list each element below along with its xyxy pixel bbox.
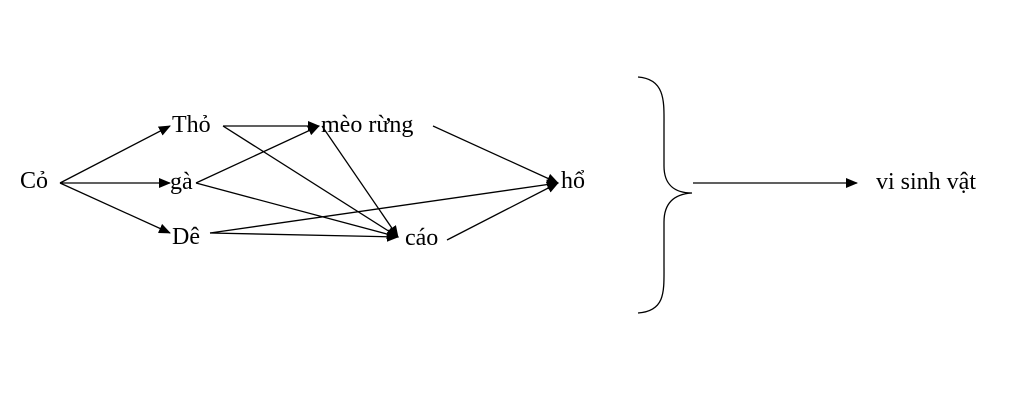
edge-ga-meo-rung [195, 125, 320, 184]
node-meo-rung: mèo rừng [321, 112, 414, 138]
node-tho: Thỏ [172, 112, 211, 138]
edge-meo-rung-cao [321, 125, 399, 238]
edge-cao-ho [446, 182, 559, 241]
node-ga: gà [170, 169, 193, 195]
edge-co-de [59, 182, 171, 234]
edge-tho-cao [222, 125, 399, 238]
curly-brace [637, 76, 693, 314]
edge-meo-rung-ho [432, 125, 559, 184]
node-co: Cỏ [20, 168, 49, 194]
node-cao: cáo [405, 225, 439, 251]
edge-ga-cao [195, 182, 399, 239]
node-ho: hổ [561, 168, 585, 194]
node-vi-sinh-vat: vi sinh vật [876, 169, 976, 195]
node-de: Dê [172, 224, 200, 250]
edge-co-tho [59, 125, 171, 184]
edge-de-ho [209, 179, 559, 234]
edge-de-cao [209, 231, 399, 242]
